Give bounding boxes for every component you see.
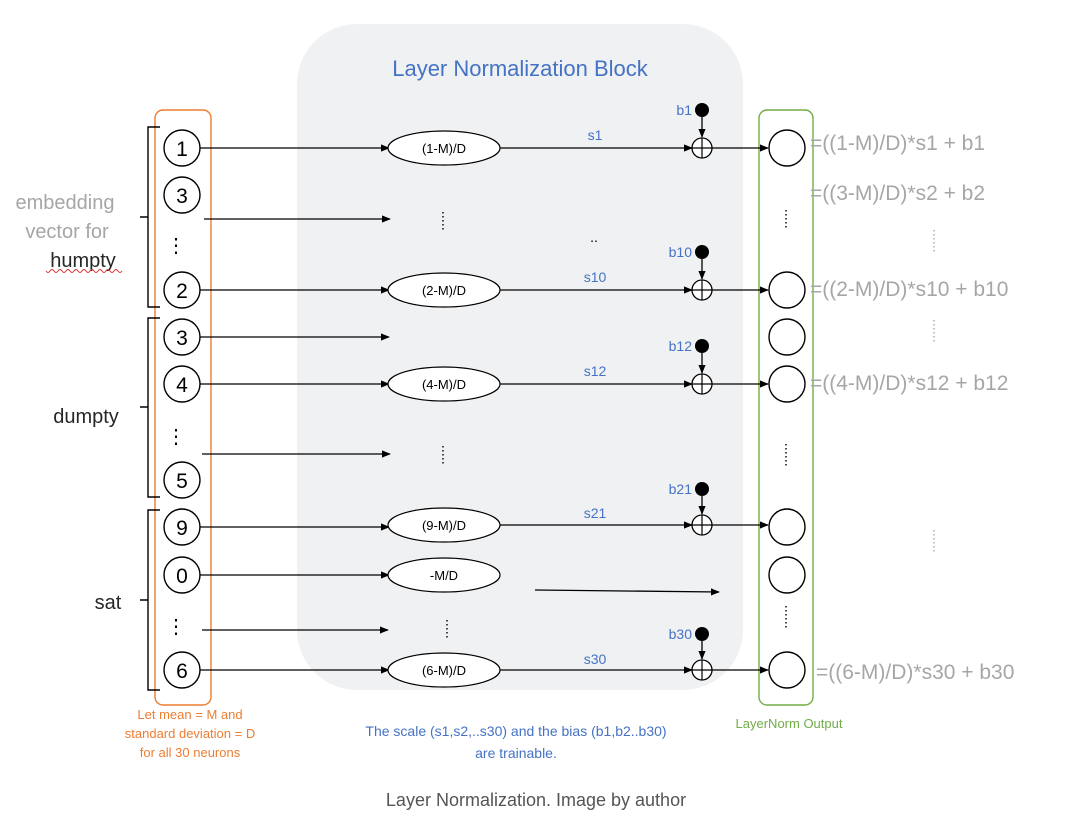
adder-icon <box>691 514 713 536</box>
bias-node <box>695 339 709 353</box>
block-note-line: are trainable. <box>475 745 557 761</box>
norm-node-label: -M/D <box>430 568 458 583</box>
input-note-line: Let mean = M and <box>137 707 242 722</box>
norm-node <box>387 557 501 593</box>
input-neuron <box>163 176 201 214</box>
bias-label: b30 <box>669 626 693 642</box>
input-neurons: 1 3 ⋮ 2 3 4 ⋮ 5 9 0 ⋮ 6 <box>163 129 201 689</box>
scale-label: s12 <box>584 363 607 379</box>
bias-label: b12 <box>669 338 693 354</box>
norm-nodes: (1-M)/D (2-M)/D (4-M)/D (9-M)/D -M/D (6-… <box>387 130 501 688</box>
group-bracket-humpty <box>140 126 160 308</box>
adder-icon <box>691 137 713 159</box>
output-neuron <box>768 651 806 689</box>
output-neuron <box>768 508 806 546</box>
input-neuron-label: 4 <box>176 374 188 397</box>
input-neuron-label: 1 <box>176 138 188 161</box>
bias-node <box>695 627 709 641</box>
norm-node-label: (1-M)/D <box>422 141 466 156</box>
adder-icon <box>691 373 713 395</box>
vertical-dots <box>442 210 787 638</box>
input-column-border <box>154 109 212 706</box>
input-note: Let mean = M and standard deviation = D … <box>125 707 255 760</box>
output-neuron <box>768 129 806 167</box>
input-neuron-label: 6 <box>176 660 188 683</box>
group-label-line-1: embedding <box>16 192 115 214</box>
bias-node <box>695 245 709 259</box>
group-bracket-sat <box>140 509 160 691</box>
bias-node <box>695 482 709 496</box>
block-title: Layer Normalization Block <box>392 56 649 81</box>
group-word-sat: sat <box>95 592 122 614</box>
output-neuron <box>768 556 806 594</box>
horizontal-dots: .. <box>590 229 598 245</box>
formula: =((6-M)/D)*s30 + b30 <box>816 661 1014 684</box>
input-neuron <box>163 461 201 499</box>
input-neuron-label: 0 <box>176 565 188 588</box>
input-note-line: standard deviation = D <box>125 726 255 741</box>
bias-node <box>695 103 709 117</box>
input-ellipsis: ⋮ <box>166 616 186 638</box>
formula: =((3-M)/D)*s2 + b2 <box>810 182 985 205</box>
figure-caption: Layer Normalization. Image by author <box>386 790 686 810</box>
scale-label: s10 <box>584 269 607 285</box>
normalization-block <box>297 24 743 690</box>
output-column-border <box>758 109 814 706</box>
adder-icon <box>691 279 713 301</box>
bias-label: b10 <box>669 244 693 260</box>
norm-node-label: (6-M)/D <box>422 663 466 678</box>
spellcheck-underline <box>45 269 123 273</box>
input-arrows <box>200 144 391 674</box>
scale-bias-rows: s1 b1 s10 b10 s12 b12 s21 <box>500 102 769 681</box>
adder-icon <box>691 659 713 681</box>
group-bracket-dumpty <box>140 317 160 498</box>
formula: =((4-M)/D)*s12 + b12 <box>810 372 1008 395</box>
block-note-line: The scale (s1,s2,..s30) and the bias (b1… <box>365 723 666 739</box>
norm-node-label: (9-M)/D <box>422 518 466 533</box>
input-neuron-label: 5 <box>176 470 188 493</box>
bias-label: b21 <box>669 481 693 497</box>
input-neuron-label: 9 <box>176 517 188 540</box>
input-ellipsis: ⋮ <box>166 426 186 448</box>
scale-label: s21 <box>584 505 607 521</box>
group-label-line-2: vector for <box>25 221 109 243</box>
arrow <box>534 588 720 596</box>
input-neuron-label: 3 <box>176 327 188 350</box>
output-neuron <box>768 318 806 356</box>
output-neuron <box>768 271 806 309</box>
bias-label: b1 <box>676 102 692 118</box>
input-neuron-label: 2 <box>176 280 188 303</box>
output-neuron <box>768 365 806 403</box>
output-formulas: =((1-M)/D)*s1 + b1 =((3-M)/D)*s2 + b2 =(… <box>810 132 1014 684</box>
scale-label: s1 <box>588 127 603 143</box>
output-neurons <box>768 129 806 689</box>
block-note: The scale (s1,s2,..s30) and the bias (b1… <box>365 723 666 761</box>
norm-node-label: (4-M)/D <box>422 377 466 392</box>
input-neuron-label: 3 <box>176 185 188 208</box>
group-word-dumpty: dumpty <box>53 406 119 428</box>
output-label: LayerNorm Output <box>736 716 843 731</box>
input-note-line: for all 30 neurons <box>140 745 241 760</box>
formula: =((2-M)/D)*s10 + b10 <box>810 278 1008 301</box>
scale-label: s30 <box>584 651 607 667</box>
formula: =((1-M)/D)*s1 + b1 <box>810 132 985 155</box>
norm-node-label: (2-M)/D <box>422 283 466 298</box>
group-word-humpty: humpty <box>50 250 116 272</box>
input-ellipsis: ⋮ <box>166 235 186 257</box>
